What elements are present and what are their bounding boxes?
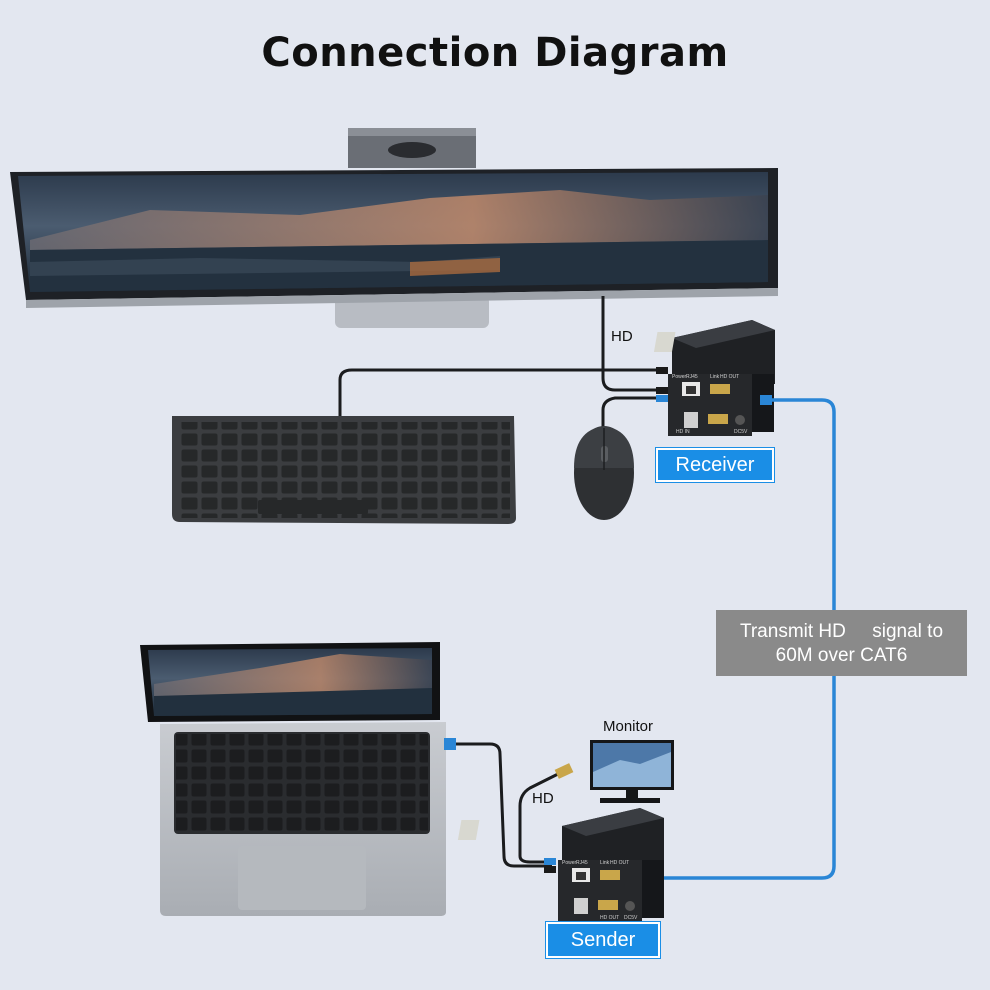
receiver-port-label: HD IN (676, 429, 690, 435)
sender-badge: Sender (546, 922, 660, 958)
receiver-extender (653, 320, 775, 436)
callout-line-1: Transmit HD signal to (739, 621, 944, 642)
receiver-port-label: Power (672, 374, 687, 380)
hd-cable-monitor (601, 296, 664, 392)
transmission-callout: Transmit HD signal to 60M over CAT6 (716, 610, 967, 676)
sender-extender (457, 808, 664, 922)
diagram-title: Connection Diagram (261, 30, 729, 76)
receiver-port-label: HD OUT (720, 374, 739, 380)
receiver-port-label: Link (710, 374, 720, 380)
sender-port-label: DC5V (624, 915, 638, 921)
hd-label-bottom: HD (532, 790, 554, 807)
receiver-port-label: DC5V (734, 429, 748, 435)
laptop-hd-cable (450, 742, 552, 868)
sender-port-label: HD OUT (600, 915, 619, 921)
sender-port-label: Link (600, 860, 610, 866)
keyboard (172, 416, 516, 524)
laptop (140, 642, 446, 916)
mouse-cable (601, 396, 664, 428)
callout-line-2: 60M over CAT6 (775, 645, 908, 666)
receiver-port-label: RJ45 (686, 374, 698, 380)
mouse (574, 426, 634, 520)
hd-label-top: HD (611, 328, 633, 345)
monitor-hd-cable (518, 770, 563, 864)
keyboard-cable (338, 368, 664, 418)
monitor-label: Monitor (603, 718, 654, 735)
desktop-monitor (10, 128, 778, 328)
sender-port-label: RJ45 (576, 860, 588, 866)
sender-port-label: HD OUT (610, 860, 629, 866)
receiver-badge: Receiver (656, 448, 774, 482)
small-monitor (590, 740, 674, 803)
sender-port-label: Power (562, 860, 577, 866)
